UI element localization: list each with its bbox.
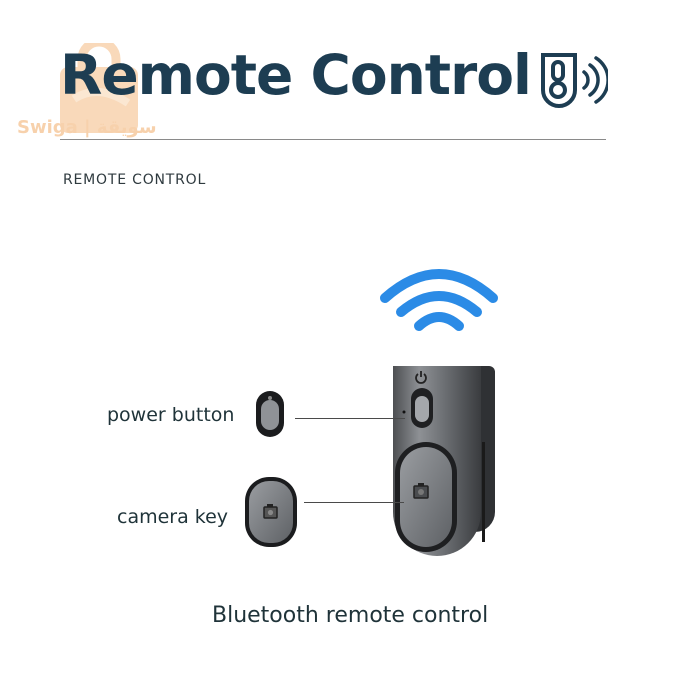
camera-key-closeup bbox=[245, 477, 297, 547]
remote-signal-icon bbox=[541, 53, 608, 108]
callout-camera-label: camera key bbox=[117, 506, 229, 528]
callout-line-power bbox=[295, 418, 405, 419]
divider bbox=[60, 139, 606, 140]
diagram-caption: Bluetooth remote control bbox=[212, 603, 489, 628]
page-title: Remote Control bbox=[60, 43, 532, 107]
wifi-icon bbox=[380, 269, 498, 331]
brand-name: Swiga | سويقة bbox=[17, 117, 157, 138]
bluetooth-remote-device bbox=[393, 366, 495, 556]
power-icon bbox=[415, 371, 427, 384]
callout-line-camera bbox=[304, 502, 404, 503]
power-button-closeup bbox=[256, 391, 284, 437]
camera-icon bbox=[413, 483, 429, 499]
callout-power-label: power button bbox=[107, 404, 235, 426]
brand-watermark: Swiga | سويقة bbox=[17, 28, 177, 146]
shopping-bag-icon bbox=[60, 43, 138, 133]
section-subtitle: REMOTE CONTROL bbox=[63, 172, 207, 188]
